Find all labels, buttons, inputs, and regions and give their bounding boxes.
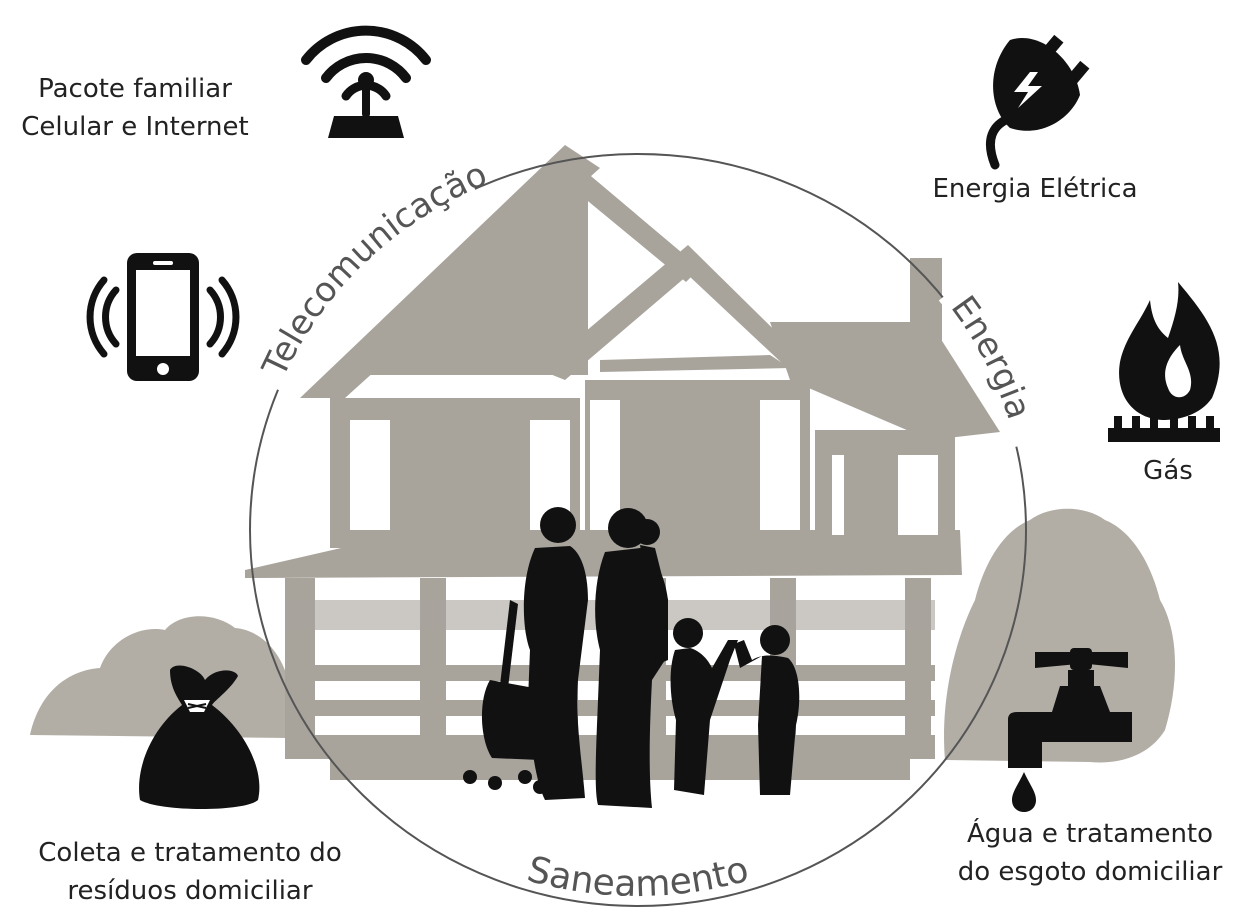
electric-energy-label: Energia Elétrica: [932, 174, 1138, 204]
water-line1: Água e tratamento: [966, 819, 1214, 849]
trash-bag-icon: [139, 665, 260, 809]
telecom-package-line1: Pacote familiar: [38, 74, 232, 104]
gas-flame-icon: [1108, 282, 1220, 442]
water-tap-icon: [1008, 648, 1132, 812]
waste-line1: Coleta e tratamento do: [38, 838, 342, 868]
circle-label-backgrounds: [273, 184, 1022, 901]
family-silhouette: [463, 507, 800, 808]
water-line2: do esgoto domiciliar: [957, 857, 1223, 887]
gas-label: Gás: [1143, 456, 1193, 486]
waste-line2: resíduos domiciliar: [67, 876, 313, 906]
waste-collection-label: Coleta e tratamento do resíduos domicili…: [15, 834, 365, 910]
circle-label-sanitation: Saneamento: [523, 849, 753, 905]
smartphone-icon: [86, 253, 240, 381]
telecom-package-label: Pacote familiar Celular e Internet: [20, 70, 250, 146]
left-bush: [30, 616, 298, 738]
power-plug-icon: [986, 34, 1090, 170]
water-treatment-label: Água e tratamento do esgoto domiciliar: [945, 815, 1235, 891]
circle-label-gap: [495, 865, 781, 901]
right-bush: [944, 508, 1176, 763]
wifi-router-icon: [301, 25, 431, 138]
circle-label-gap: [273, 184, 478, 392]
house-windows: [330, 400, 938, 600]
telecom-package-line2: Celular e Internet: [21, 112, 249, 142]
circle-label-gap: [938, 294, 1022, 448]
utilities-circle: [249, 153, 1027, 907]
